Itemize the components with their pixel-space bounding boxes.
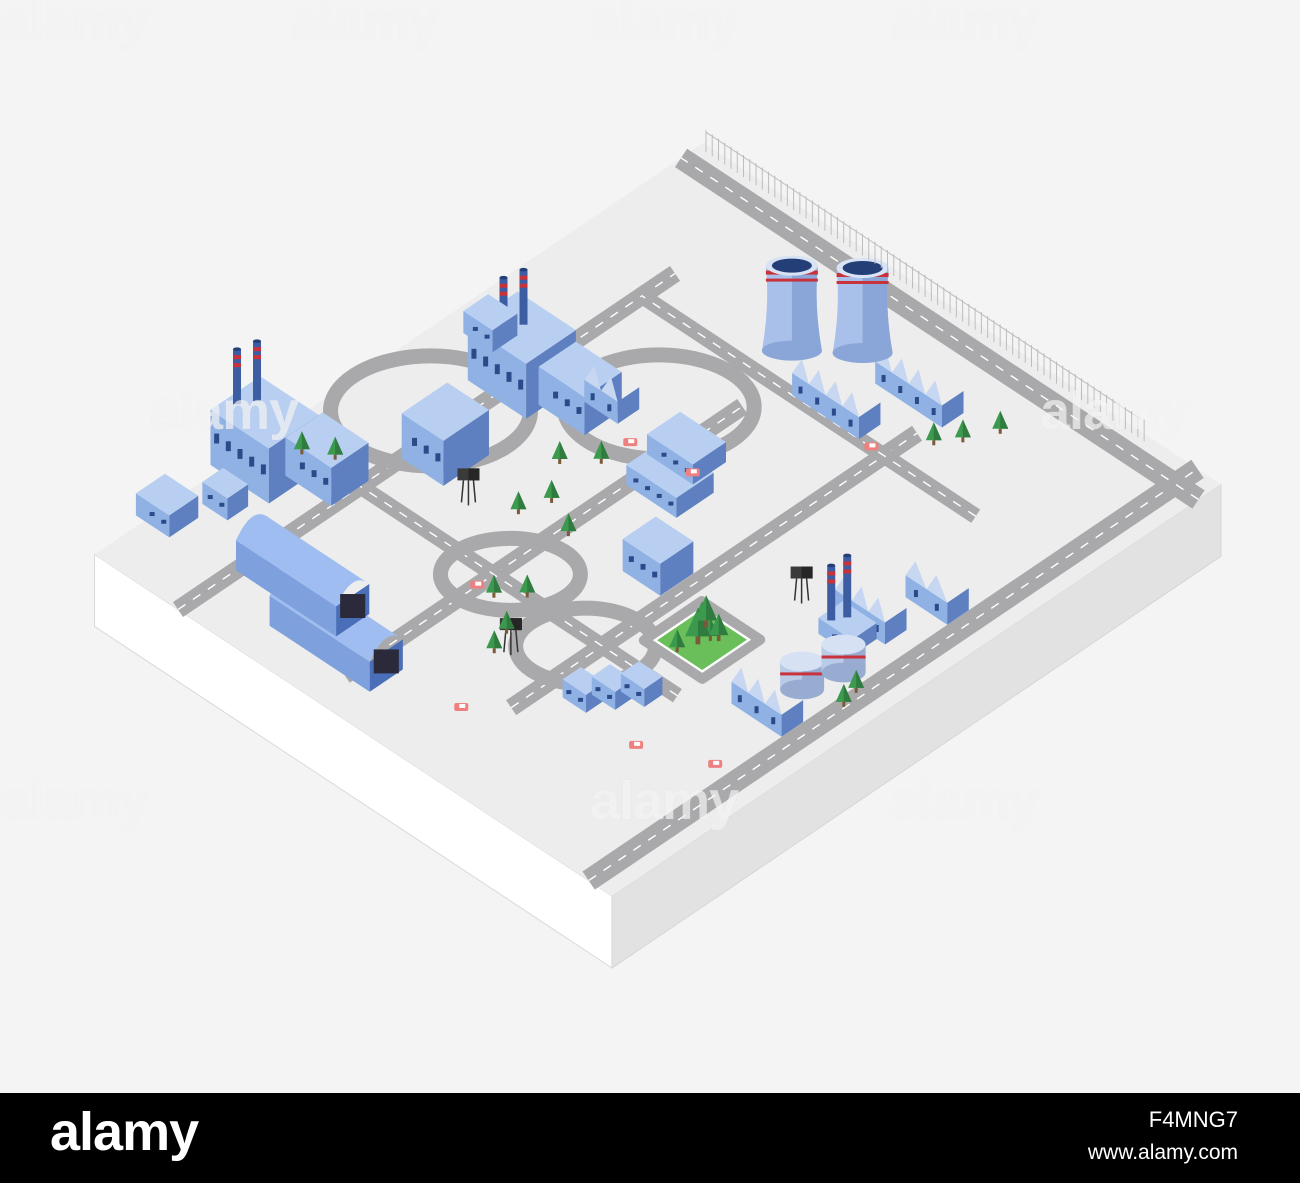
chimney-icon bbox=[233, 347, 242, 405]
shed-northwest bbox=[202, 467, 249, 521]
park-lawn bbox=[657, 609, 747, 670]
image-id: F4MNG7 bbox=[1148, 1107, 1238, 1132]
alamy-logo: alamy bbox=[50, 1102, 199, 1162]
warehouse-northwest bbox=[135, 473, 199, 538]
cooling-tower-1 bbox=[761, 255, 822, 361]
car-icon bbox=[470, 580, 485, 589]
tree-icon bbox=[486, 630, 503, 654]
chimney-icon bbox=[253, 339, 262, 402]
tree-icon bbox=[293, 431, 310, 455]
hangar-2 bbox=[235, 514, 370, 637]
refinery-block-2 bbox=[646, 411, 726, 485]
car-icon bbox=[454, 702, 469, 711]
sawtooth-factory-east-2 bbox=[875, 347, 964, 428]
tree-icon bbox=[498, 610, 515, 634]
tree-icon bbox=[954, 419, 971, 443]
car-icon bbox=[623, 438, 638, 447]
storage-tank-2 bbox=[821, 634, 866, 683]
storage-tank-1 bbox=[780, 651, 825, 700]
sawtooth-factory-east-1 bbox=[792, 359, 881, 440]
small-house-3 bbox=[620, 661, 663, 707]
sawtooth-factory-front bbox=[731, 667, 804, 737]
tree-icon bbox=[694, 595, 718, 628]
office-block-dome bbox=[401, 382, 489, 486]
tree-icon bbox=[510, 491, 527, 515]
tree-icon bbox=[593, 440, 610, 464]
industrial-district-illustration bbox=[94, 130, 1222, 969]
tree-icon bbox=[669, 629, 686, 653]
car-icon bbox=[629, 740, 644, 749]
chimney-icon bbox=[843, 553, 852, 618]
tree-icon bbox=[848, 669, 865, 693]
cooling-tower-2 bbox=[832, 257, 893, 363]
tree-icon bbox=[992, 410, 1009, 434]
road-east-markings bbox=[641, 295, 977, 517]
road-south bbox=[506, 425, 923, 716]
sawtooth-factory-south-2 bbox=[905, 561, 969, 625]
chimney-icon bbox=[499, 275, 508, 328]
buildings-and-objects bbox=[135, 130, 1145, 768]
car-icon bbox=[864, 442, 879, 451]
car-icon bbox=[685, 468, 700, 477]
factory-north-wing bbox=[285, 412, 369, 506]
tree-icon bbox=[519, 574, 536, 598]
perimeter-fence bbox=[705, 130, 1145, 442]
chimney-icon bbox=[519, 267, 528, 325]
footer-bar: alamy F4MNG7 www.alamy.com bbox=[0, 1093, 1300, 1183]
tree-icon bbox=[551, 440, 568, 464]
tree-icon bbox=[925, 422, 942, 446]
site-url: www.alamy.com bbox=[1087, 1141, 1238, 1164]
road-front-markings bbox=[588, 468, 1198, 882]
ring-road-west bbox=[432, 530, 588, 618]
tree-icon bbox=[835, 683, 852, 707]
shed-north bbox=[463, 294, 518, 353]
solar-factory bbox=[622, 516, 694, 596]
road-right-edge-markings bbox=[680, 157, 1199, 501]
platform-right-side bbox=[611, 483, 1222, 969]
tree-icon bbox=[485, 574, 502, 598]
tree-icon bbox=[709, 613, 729, 642]
tree-icon bbox=[560, 513, 577, 537]
tree-icon bbox=[543, 479, 560, 503]
chimney-icon bbox=[827, 563, 836, 621]
tree-icon bbox=[327, 436, 344, 460]
car-icon bbox=[708, 759, 723, 768]
water-tower-3 bbox=[790, 566, 813, 604]
sawtooth-factory-mid bbox=[584, 365, 640, 424]
water-tower-1 bbox=[457, 468, 480, 506]
